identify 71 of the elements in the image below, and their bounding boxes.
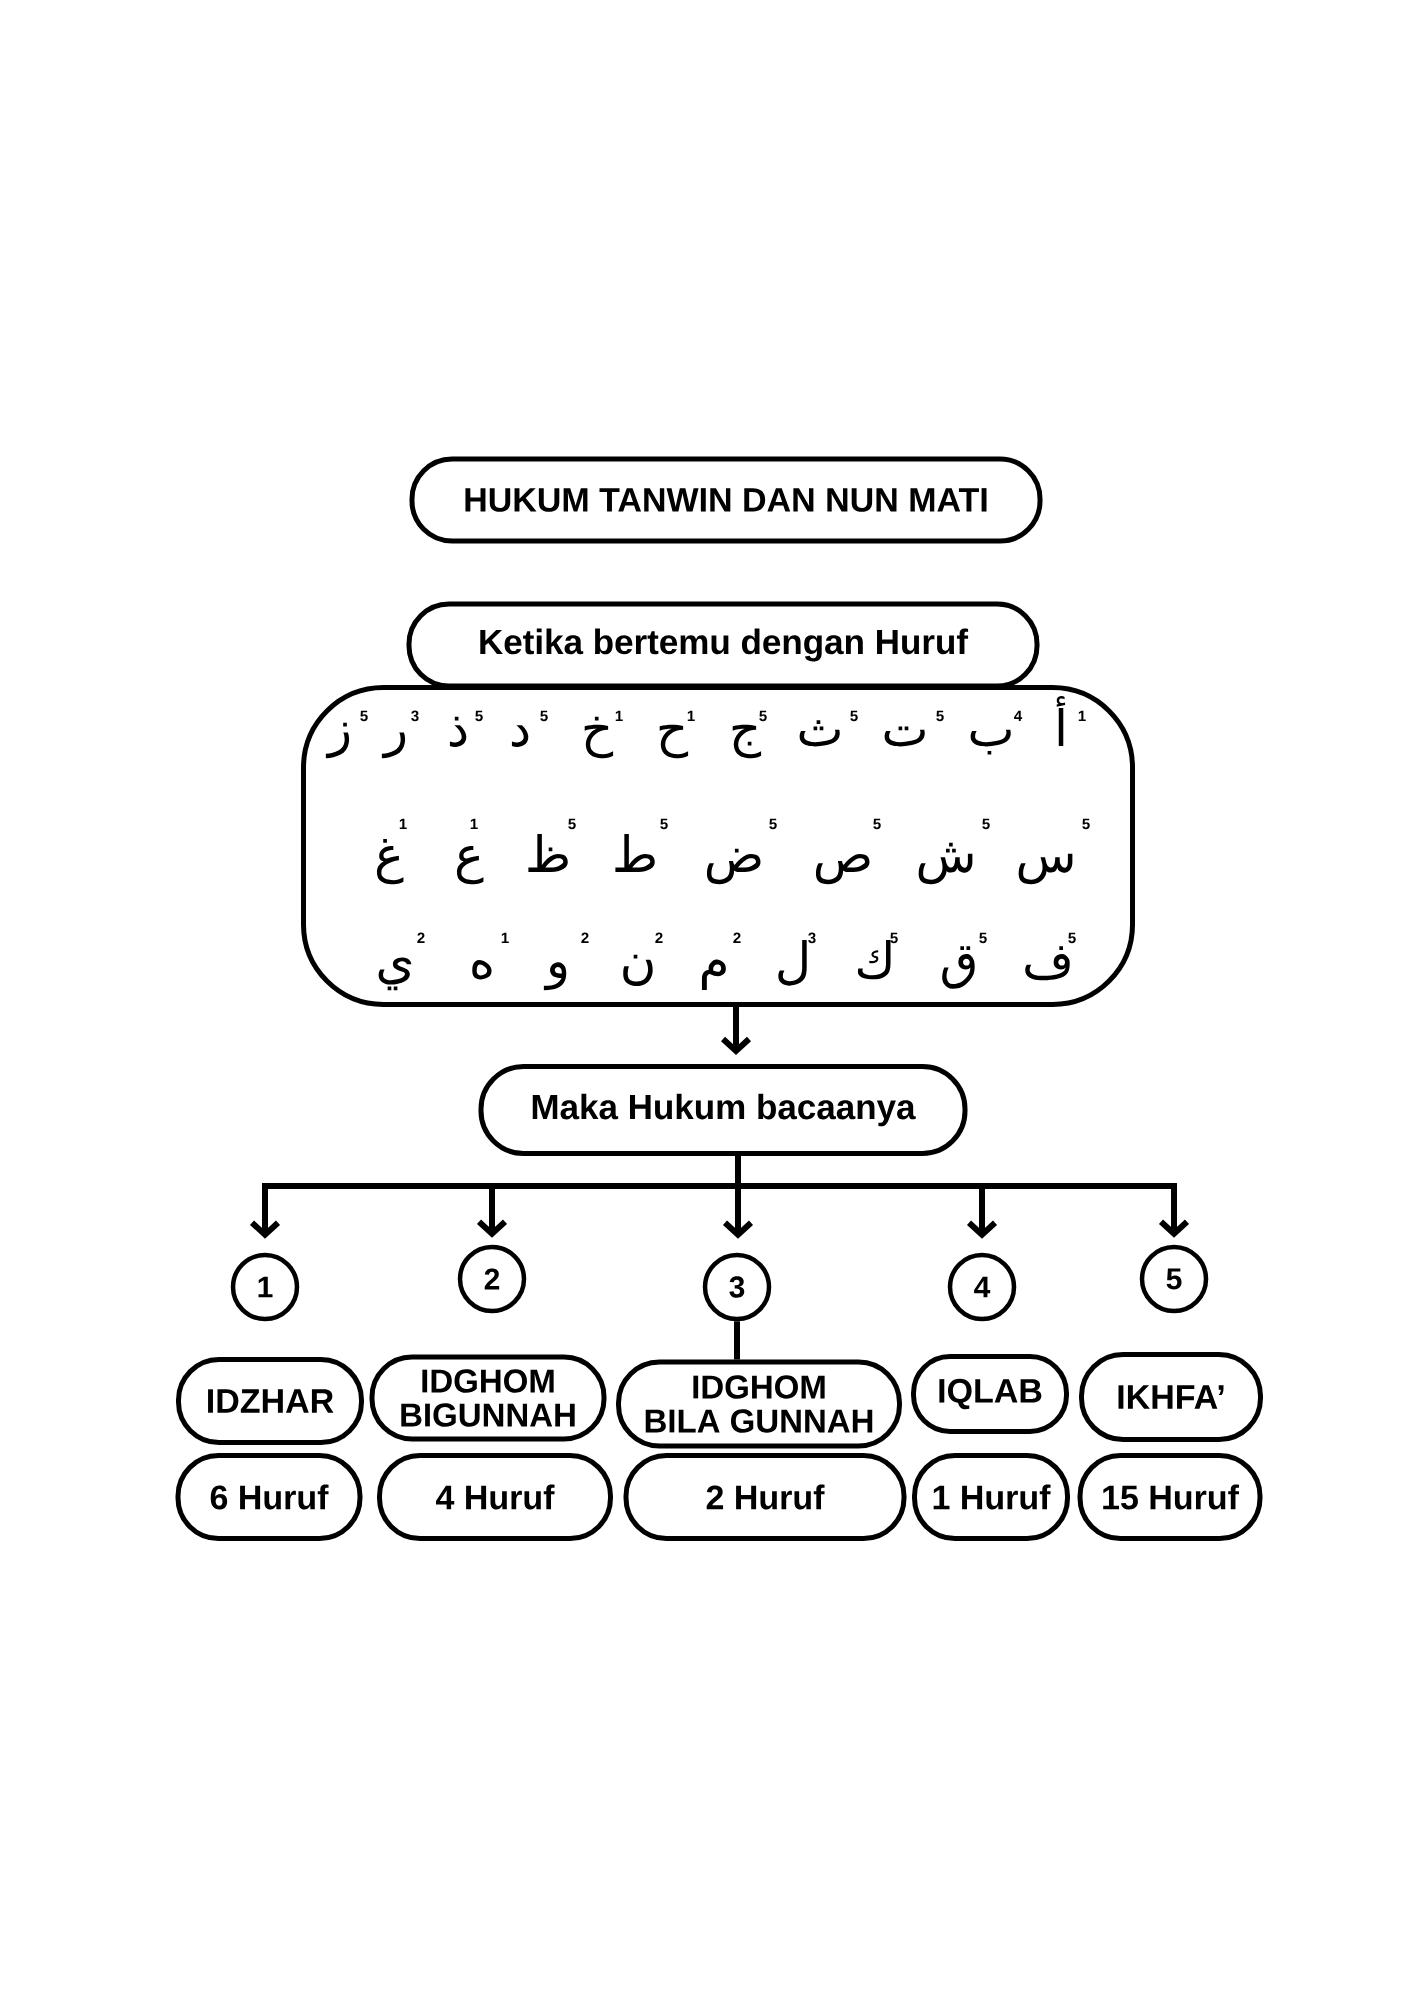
arabic-letter: ظ	[528, 834, 568, 872]
arabic-letter: ح	[659, 724, 689, 759]
arabic-letter: و	[543, 962, 567, 991]
rounded-box: 1 Huruf	[912, 1453, 1070, 1541]
superscript-number: 5	[979, 932, 987, 944]
superscript-number: 1	[399, 818, 407, 829]
superscript-number: 1	[687, 710, 695, 721]
superscript-number: 5	[759, 710, 767, 722]
rounded-box: 4 Huruf	[377, 1453, 613, 1541]
arabic-letter: غ	[376, 839, 404, 885]
superscript-number: 5	[850, 710, 858, 722]
superscript-number: 5	[936, 710, 944, 722]
superscript-number: 5	[360, 710, 368, 722]
arabic-letter: ع	[456, 846, 484, 885]
arabic-letter: أ	[1056, 696, 1066, 746]
superscript-number: 3	[808, 932, 816, 944]
superscript-number: 1	[470, 818, 478, 829]
arabic-letter: د	[511, 725, 529, 747]
superscript-number: 5	[890, 932, 898, 944]
rounded-box: 6 Huruf	[175, 1453, 363, 1541]
arrow	[982, 1183, 1190, 1238]
superscript-number: 1	[501, 932, 509, 943]
arabic-letter: ك	[857, 940, 891, 980]
rounded-box: IQLAB	[911, 1354, 1069, 1434]
title-box: HUKUM TANWIN DAN NUN MATI	[409, 456, 1043, 544]
arabic-letter: ت	[884, 726, 925, 747]
arabic-letter: ه	[472, 960, 492, 980]
superscript-number: 5	[982, 818, 990, 830]
superscript-number: 5	[568, 818, 576, 830]
arabic-letter: ط	[615, 834, 655, 872]
rounded-box: Maka Hukum bacaanya	[478, 1064, 968, 1156]
rounded-box: IKHFA’	[1079, 1352, 1263, 1442]
arabic-letter: خ	[584, 716, 614, 759]
arabic-letter: ش	[918, 842, 973, 885]
arabic-letter: ن	[623, 954, 653, 987]
superscript-number: 5	[475, 710, 483, 722]
arabic-letter: ر	[381, 732, 406, 759]
arabic-letter: ث	[799, 720, 840, 747]
superscript-number: 2	[417, 932, 425, 943]
superscript-number: 5	[1082, 818, 1090, 830]
arabic-letter: ز	[325, 722, 350, 759]
arabic-letter: س	[1018, 853, 1073, 885]
superscript-number: 5	[540, 710, 548, 722]
rounded-box: Ketika bertemu dengan Huruf	[406, 601, 1040, 689]
superscript-number: 5	[873, 818, 881, 830]
superscript-number: 5	[769, 818, 777, 830]
superscript-number: 2	[655, 932, 663, 943]
superscript-number: 1	[1078, 710, 1086, 721]
superscript-number: 2	[581, 932, 589, 943]
arrow	[249, 1183, 492, 1239]
rounded-box: IDZHAR	[176, 1357, 364, 1445]
rounded-box: 2 Huruf	[623, 1453, 907, 1541]
superscript-number: 2	[733, 932, 741, 943]
arabic-letter: ب	[970, 729, 1011, 755]
superscript-number: 3	[411, 710, 419, 722]
superscript-number: 5	[660, 818, 668, 830]
arabic-letter: ض	[706, 848, 761, 885]
arabic-letter: م	[701, 959, 726, 991]
arabic-letter: ص	[815, 853, 870, 885]
superscript-number: 5	[1068, 932, 1076, 944]
arabic-letter: ل	[778, 940, 807, 986]
superscript-number: 1	[615, 710, 623, 721]
arabic-letter: ق	[942, 946, 975, 989]
rounded-box: IDGHOM BIGUNNAH	[369, 1354, 607, 1442]
rounded-box: IDGHOM BILA GUNNAH	[616, 1359, 902, 1449]
superscript-number: 4	[1014, 710, 1023, 721]
arabic-letter: ج	[732, 724, 762, 759]
arabic-letter: ي	[378, 957, 412, 991]
arabic-letter: ذ	[449, 716, 467, 747]
arabic-letter: ف	[1025, 946, 1070, 981]
rounded-box: 15 Huruf	[1077, 1453, 1263, 1541]
